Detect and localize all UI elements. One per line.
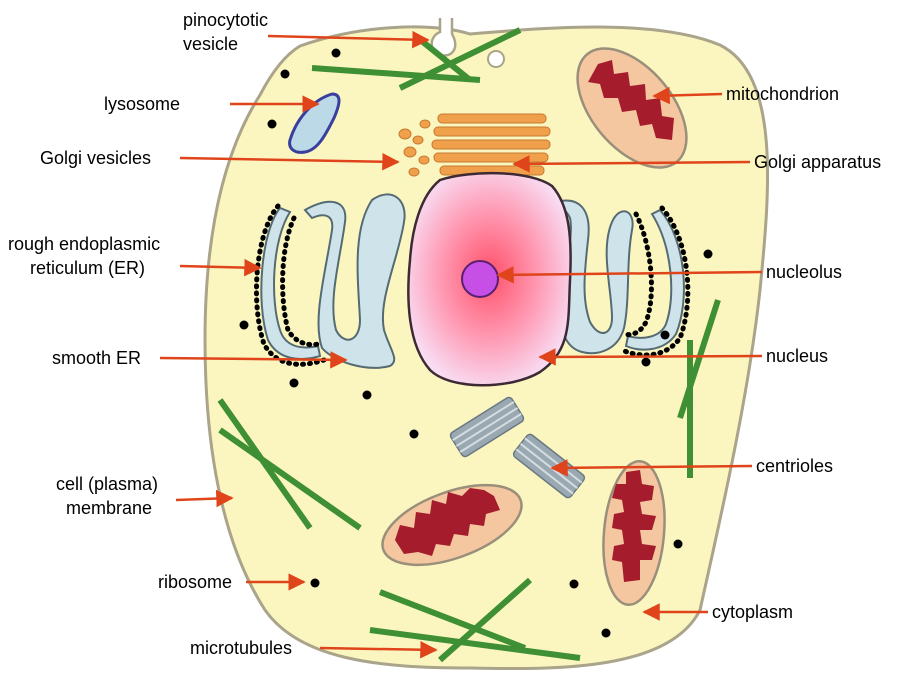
label-pinocytotic-vesicle-1: pinocytotic — [183, 10, 268, 30]
label-nucleus: nucleus — [766, 346, 828, 366]
label-microtubules: microtubules — [190, 638, 292, 658]
label-rough-er-1: rough endoplasmic — [8, 234, 160, 254]
label-pinocytotic-vesicle-2: vesicle — [183, 34, 238, 54]
label-lysosome: lysosome — [104, 94, 180, 114]
golgi-apparatus — [432, 114, 550, 175]
label-rough-er-2: reticulum (ER) — [30, 258, 145, 278]
label-golgi-vesicles: Golgi vesicles — [40, 148, 151, 168]
label-nucleolus: nucleolus — [766, 262, 842, 282]
nucleolus — [462, 261, 498, 297]
label-cell-membrane-2: membrane — [66, 498, 152, 518]
label-ribosome: ribosome — [158, 572, 232, 592]
label-mitochondrion: mitochondrion — [726, 84, 839, 104]
label-cell-membrane-1: cell (plasma) — [56, 474, 158, 494]
label-golgi-apparatus: Golgi apparatus — [754, 152, 881, 172]
label-smooth-er: smooth ER — [52, 348, 141, 368]
label-centrioles: centrioles — [756, 456, 833, 476]
label-cytoplasm: cytoplasm — [712, 602, 793, 622]
